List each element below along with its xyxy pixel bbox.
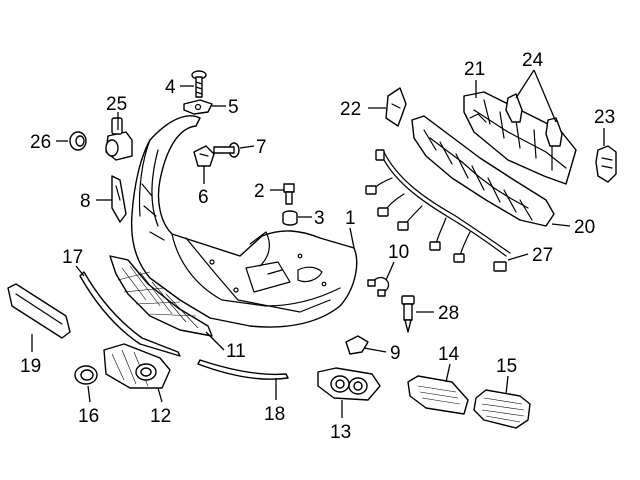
screw-7-part[interactable] [213,142,240,158]
callout-13: 13 [330,422,351,443]
trim-strip-17-part[interactable] [79,271,181,357]
plug-3-part[interactable] [282,210,298,226]
callout-16: 16 [78,406,99,427]
brackets-24-part[interactable] [505,93,563,147]
grille-panel-19-part[interactable] [7,283,71,339]
fog-lamp-bracket-12-part[interactable] [103,343,171,389]
callout-25: 25 [106,94,127,115]
bracket-22-part[interactable] [385,87,407,127]
callout-12: 12 [150,406,171,427]
callout-20: 20 [574,217,595,238]
clip-5-part[interactable] [183,99,213,115]
ring-16-part[interactable] [74,365,98,385]
callout-14: 14 [438,344,460,365]
grille-11-part[interactable] [109,255,213,337]
wiring-harness-27-part[interactable] [365,149,511,272]
vent-grille-14-part[interactable] [407,375,469,415]
callout-2: 2 [254,181,265,202]
fog-lamp-grille-13-part[interactable] [317,367,381,401]
callout-18: 18 [264,404,285,425]
callout-23: 23 [594,107,615,128]
callout-3: 3 [314,208,325,229]
bracket-6-part[interactable] [193,145,215,167]
callout-11: 11 [226,341,246,362]
sensor-28-part[interactable] [401,295,415,333]
callout-24: 24 [522,50,544,71]
callout-6: 6 [198,187,209,208]
grommet-26-part[interactable] [69,131,87,151]
vent-grille-15-part[interactable] [473,389,531,429]
callout-21: 21 [464,59,485,80]
callout-7: 7 [256,137,267,158]
bumper-cover-part[interactable] [130,115,358,328]
impact-absorber-21-part[interactable] [463,91,577,185]
bracket-8-part[interactable] [111,175,127,223]
callout-26: 26 [30,132,51,153]
callout-28: 28 [438,303,459,324]
callout-5: 5 [228,97,239,118]
callout-27: 27 [532,245,553,266]
callout-17: 17 [62,247,83,268]
callout-22: 22 [340,99,361,120]
callout-labels: 1 4 5 25 26 7 6 8 2 3 22 21 24 23 20 27 … [20,50,615,443]
harness-10-part[interactable] [367,276,390,297]
parking-sensor-25-part[interactable] [105,117,133,161]
callout-10: 10 [388,242,409,263]
trim-strip-18-part[interactable] [197,359,289,380]
callout-8: 8 [80,191,91,212]
bracket-23-part[interactable] [595,145,617,183]
leader-lines [31,69,605,418]
callout-4: 4 [165,77,176,98]
cover-9-part[interactable] [345,335,369,355]
energy-absorber-20-part[interactable] [411,115,555,227]
callout-15: 15 [496,356,517,377]
screw-4-part[interactable] [191,70,207,98]
callout-9: 9 [390,343,401,364]
callout-1: 1 [345,208,356,229]
screw-2-part[interactable] [283,183,295,205]
callout-19: 19 [20,356,41,377]
